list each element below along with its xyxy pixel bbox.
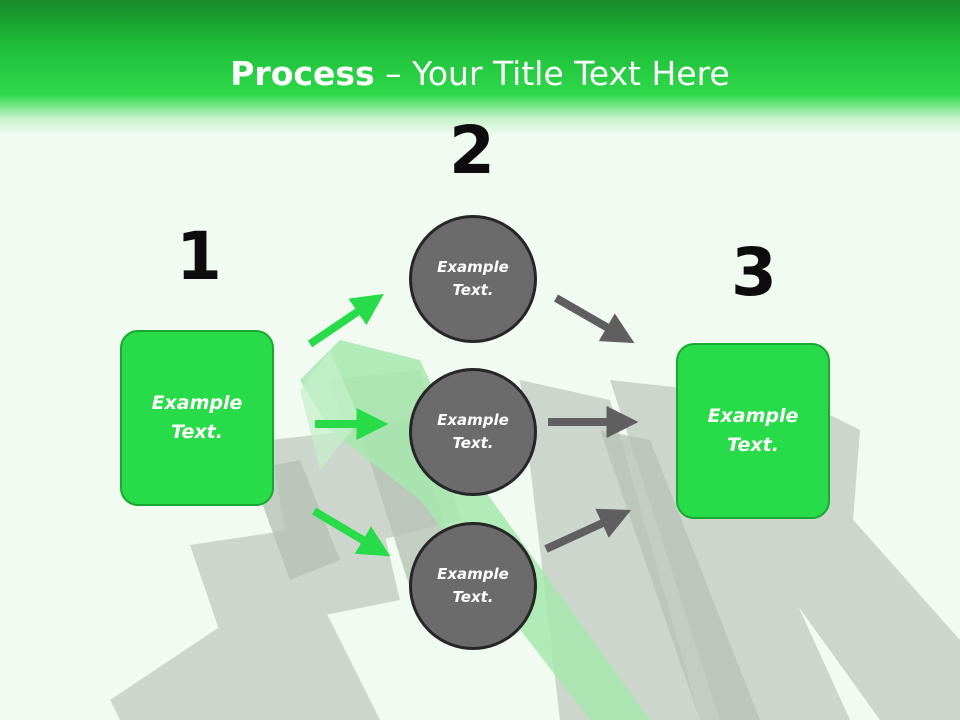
step-1-line2: Text. [171, 421, 223, 443]
step-3-text: Example Text. [698, 402, 808, 460]
step-1-box: Example Text. [120, 330, 274, 506]
step-1-text: Example Text. [142, 389, 252, 447]
step-3-line2: Text. [727, 434, 779, 456]
step-3-box: Example Text. [676, 343, 830, 519]
circle-top-text: Example Text. [418, 256, 528, 302]
step-number-3: 3 [731, 234, 777, 311]
circle-middle-text: Example Text. [418, 409, 528, 455]
step-number-1: 1 [176, 218, 222, 295]
circle-bottom-line2: Text. [452, 588, 494, 606]
circle-bottom: Example Text. [409, 522, 537, 650]
circle-top-line1: Example [437, 258, 509, 276]
title-rest: – Your Title Text Here [374, 54, 730, 93]
step-1-line1: Example [151, 392, 243, 414]
arrow-1-to-bottom [311, 507, 391, 557]
arrow-bottom-to-3 [544, 508, 632, 553]
circle-middle-line2: Text. [452, 434, 494, 452]
arrow-1-to-top [307, 293, 384, 348]
circle-middle-line1: Example [437, 411, 509, 429]
step-number-2: 2 [449, 112, 495, 189]
step-3-line1: Example [707, 405, 799, 427]
title-bold: Process [230, 54, 375, 93]
page-title: Process – Your Title Text Here [0, 52, 960, 96]
circle-top-line2: Text. [452, 281, 494, 299]
header-banner [0, 0, 960, 135]
circle-middle: Example Text. [409, 368, 537, 496]
circle-bottom-text: Example Text. [418, 563, 528, 609]
circle-bottom-line1: Example [437, 565, 509, 583]
arrow-top-to-3 [554, 294, 635, 344]
circle-top: Example Text. [409, 215, 537, 343]
